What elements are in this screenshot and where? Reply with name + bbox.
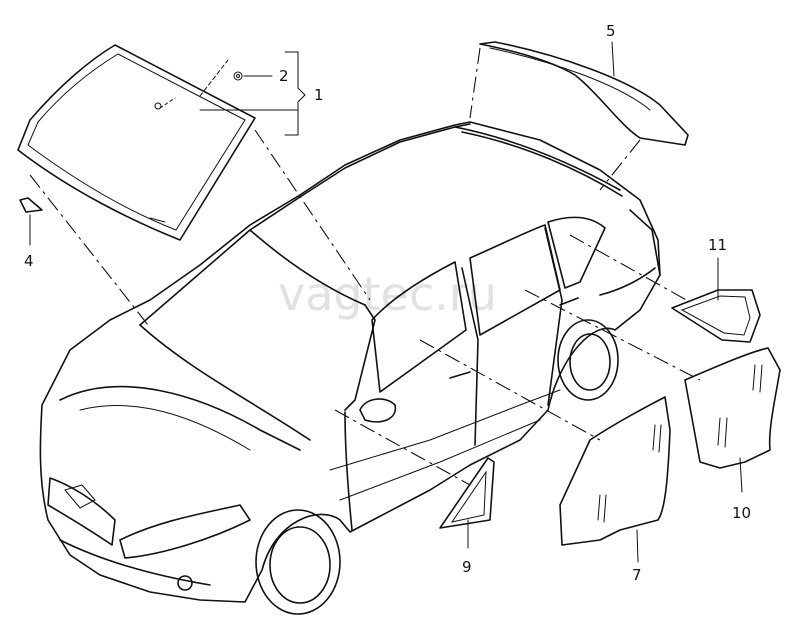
front-door-glass (559, 396, 671, 546)
sensor-clip (233, 71, 243, 81)
rear-window (479, 41, 689, 146)
callout-4: 4 (24, 252, 34, 270)
callout-7: 7 (632, 566, 642, 584)
callout-labels: 1 2 4 5 7 9 10 11 (24, 22, 751, 584)
callout-9: 9 (462, 558, 472, 576)
front-wheel (255, 509, 341, 615)
windscreen (17, 44, 256, 241)
callout-2: 2 (279, 67, 289, 85)
callout-5: 5 (606, 22, 616, 40)
guide-lines (29, 47, 701, 486)
leaders (29, 41, 743, 563)
callout-11: 11 (708, 236, 727, 254)
quarter-glass (671, 289, 761, 343)
rear-wheel (557, 319, 619, 401)
rear-door-glass (684, 347, 781, 469)
callout-10: 10 (732, 504, 751, 522)
door-triangle-glass (439, 457, 495, 529)
callout-1: 1 (314, 86, 324, 104)
car-body (39, 121, 661, 603)
wedge-part (19, 197, 43, 213)
